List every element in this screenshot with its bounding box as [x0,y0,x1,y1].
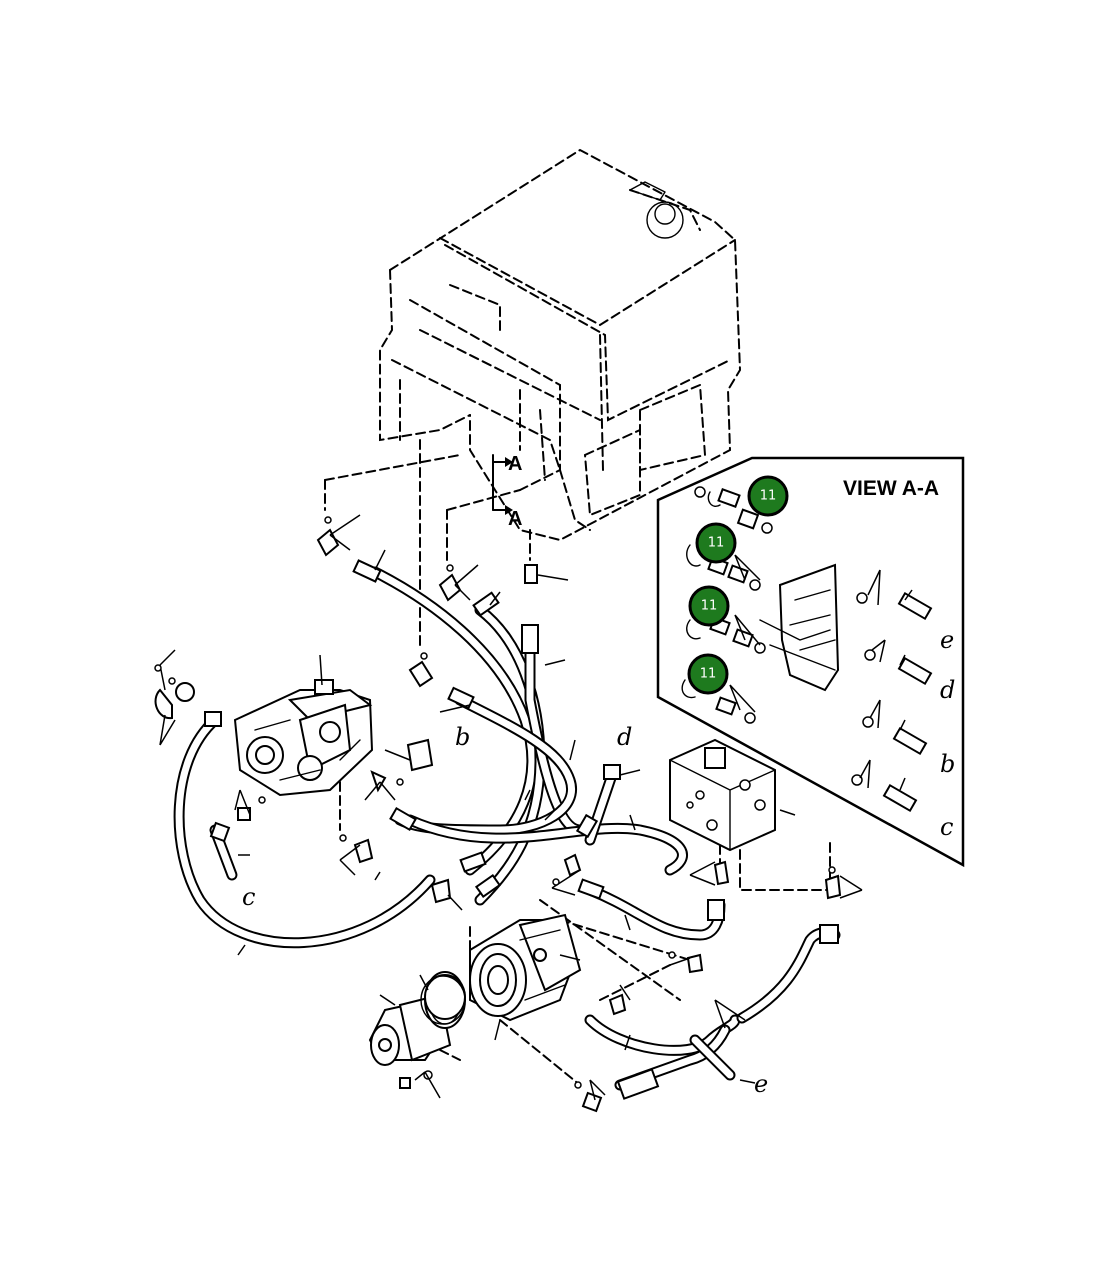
hydraulic-pump-left [154,649,374,797]
section-indicator: A A [492,453,522,530]
frame-phantom-outline [379,148,742,542]
drive-motor-center [469,913,582,1022]
hose-end-label-c: c [242,883,255,911]
view-hose-end-label-d: d [940,676,955,704]
section-mark-upper: A [508,453,522,475]
highlight-callout-label: 11 [701,599,718,614]
highlight-callout-label: 11 [708,536,725,551]
hose-end-label-b: b [455,723,470,751]
highlight-callout-2[interactable]: 11 [695,522,737,564]
highlight-callout-3[interactable]: 11 [688,585,730,627]
hose-end-label-e: e [754,1070,768,1098]
highlight-callout-label: 11 [700,667,717,682]
highlight-callout-4[interactable]: 11 [687,653,729,695]
highlight-callout-label: 11 [760,489,777,504]
view-a-a-panel: VIEW A-A [656,456,965,868]
view-hose-end-label-c: c [940,813,953,841]
view-right-fittings [851,569,933,813]
reference-leaders [237,549,796,1084]
highlight-callout-1[interactable]: 11 [747,475,789,517]
valve-block [669,738,776,852]
hose-fittings [204,559,839,1100]
view-a-a-title: VIEW A-A [843,477,939,500]
view-hose-end-label-b: b [940,750,955,778]
section-mark-lower: A [508,508,522,530]
view-left-fittings [681,486,773,724]
view-hose-end-label-e: e [940,626,954,654]
main-fittings [234,514,863,1113]
hose-end-label-d: d [617,723,632,751]
